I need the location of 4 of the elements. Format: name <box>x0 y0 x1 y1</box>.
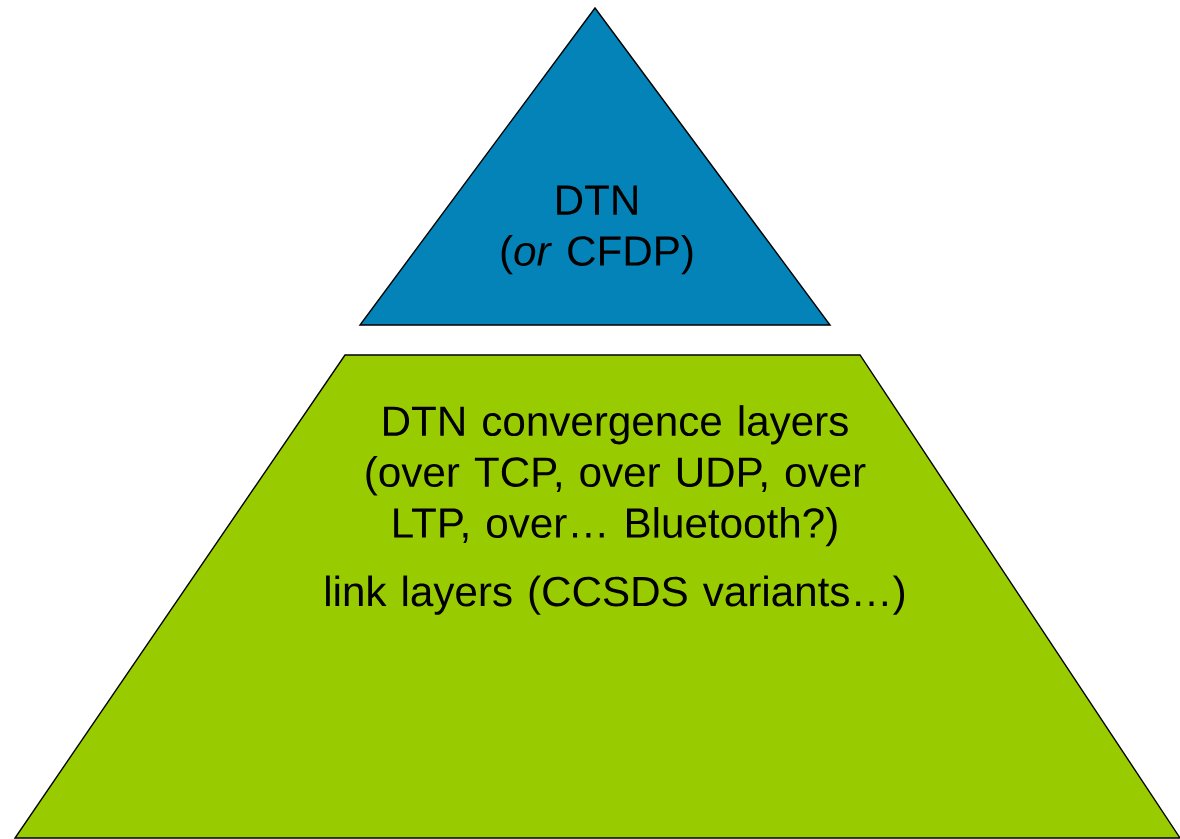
label-text: DTN convergence layers (over TCP, over UDP, over LTP, over… Bluetooth?) <box>366 405 866 547</box>
label-text: link layers (CCSDS variants…) <box>326 575 905 615</box>
label-text: (or CFDP) <box>501 235 693 275</box>
label-text: DTN <box>557 185 637 215</box>
